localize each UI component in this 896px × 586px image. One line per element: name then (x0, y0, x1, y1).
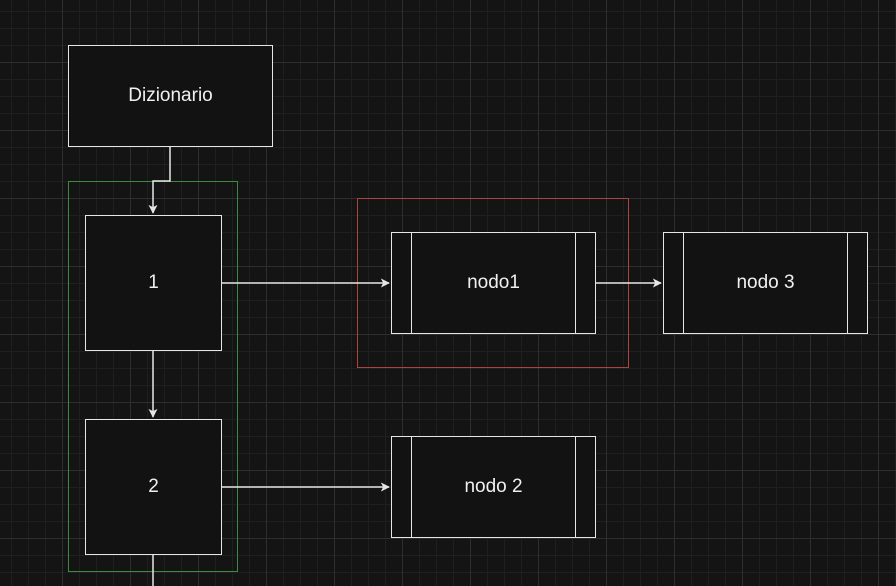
node-dizionario[interactable]: Dizionario (68, 45, 273, 147)
node-nodo1[interactable]: nodo1 (391, 232, 596, 334)
node-nodo1-label: nodo1 (467, 272, 520, 293)
node-nodo2[interactable]: nodo 2 (391, 436, 596, 538)
node-nodo3[interactable]: nodo 3 (663, 232, 868, 334)
node-key-2-label: 2 (148, 476, 159, 497)
node-nodo2-label: nodo 2 (464, 476, 523, 497)
node-key-1[interactable]: 1 (85, 215, 222, 351)
node-key-2[interactable]: 2 (85, 419, 222, 555)
node-nodo3-label: nodo 3 (736, 272, 795, 293)
node-dizionario-label: Dizionario (128, 85, 213, 106)
node-key-1-label: 1 (148, 272, 159, 293)
